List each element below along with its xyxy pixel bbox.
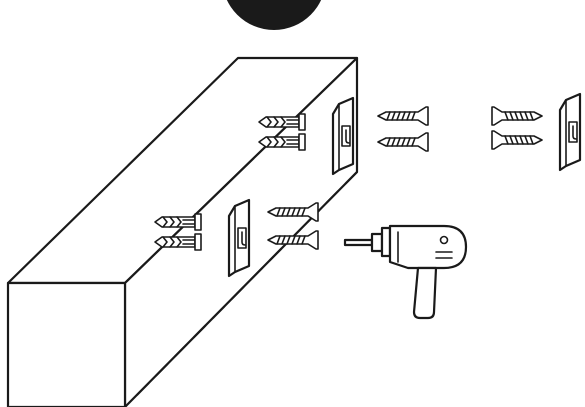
shelf-board-icon: [6, 56, 359, 407]
step-badge-icon: [226, 0, 322, 30]
power-drill-icon: [343, 224, 468, 320]
